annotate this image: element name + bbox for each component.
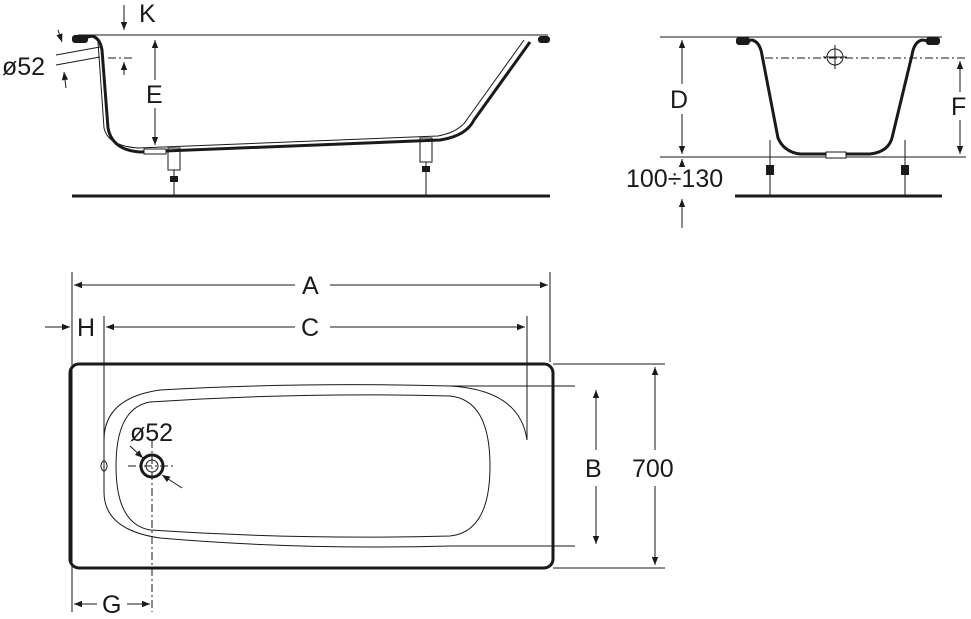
drain-fitting [143,148,167,155]
dimension-b-label: B [585,455,602,483]
tub-outline [68,362,555,570]
leg-height-label: 100÷130 [626,165,723,193]
dimension-f-label: F [951,93,966,121]
width-700-label: 700 [632,455,674,483]
basin-outline [115,394,491,538]
dimension-e-label: E [146,81,163,109]
drain-diameter-arrow [129,445,144,459]
side-view: K E ø52 [2,0,550,198]
leg [901,140,909,195]
dimension-h-label: H [77,314,95,342]
overflow-pipe [55,46,101,56]
tub-inner-profile [97,39,525,149]
rim-edge [926,37,940,45]
dimension-c-label: C [301,314,319,342]
overflow-diameter-label: ø52 [2,53,45,81]
tub-profile [73,34,532,154]
overflow-arrow [61,71,69,89]
rim-edge [736,37,750,45]
dimension-k-label: K [139,0,156,28]
drain-diameter-label: ø52 [130,419,173,447]
leg [419,137,433,195]
overflow-arrow [56,29,63,43]
rim-edge [72,35,88,43]
leg [167,147,181,195]
dimension-g-label: G [102,591,121,619]
rim-inner-edge [103,440,451,548]
dimension-a-label: A [302,272,319,300]
overflow-pipe [55,56,101,66]
top-view: A C H ø52 B 700 G [45,272,674,619]
leg [766,140,774,195]
end-view: D F 100÷130 [626,36,971,228]
dimension-d-label: D [670,86,688,114]
rim-edge [538,36,550,43]
drain-diameter-arrow [161,474,183,489]
rim-inner-edge [103,384,528,441]
drain-fitting [825,151,847,159]
overflow-hole [100,460,108,472]
